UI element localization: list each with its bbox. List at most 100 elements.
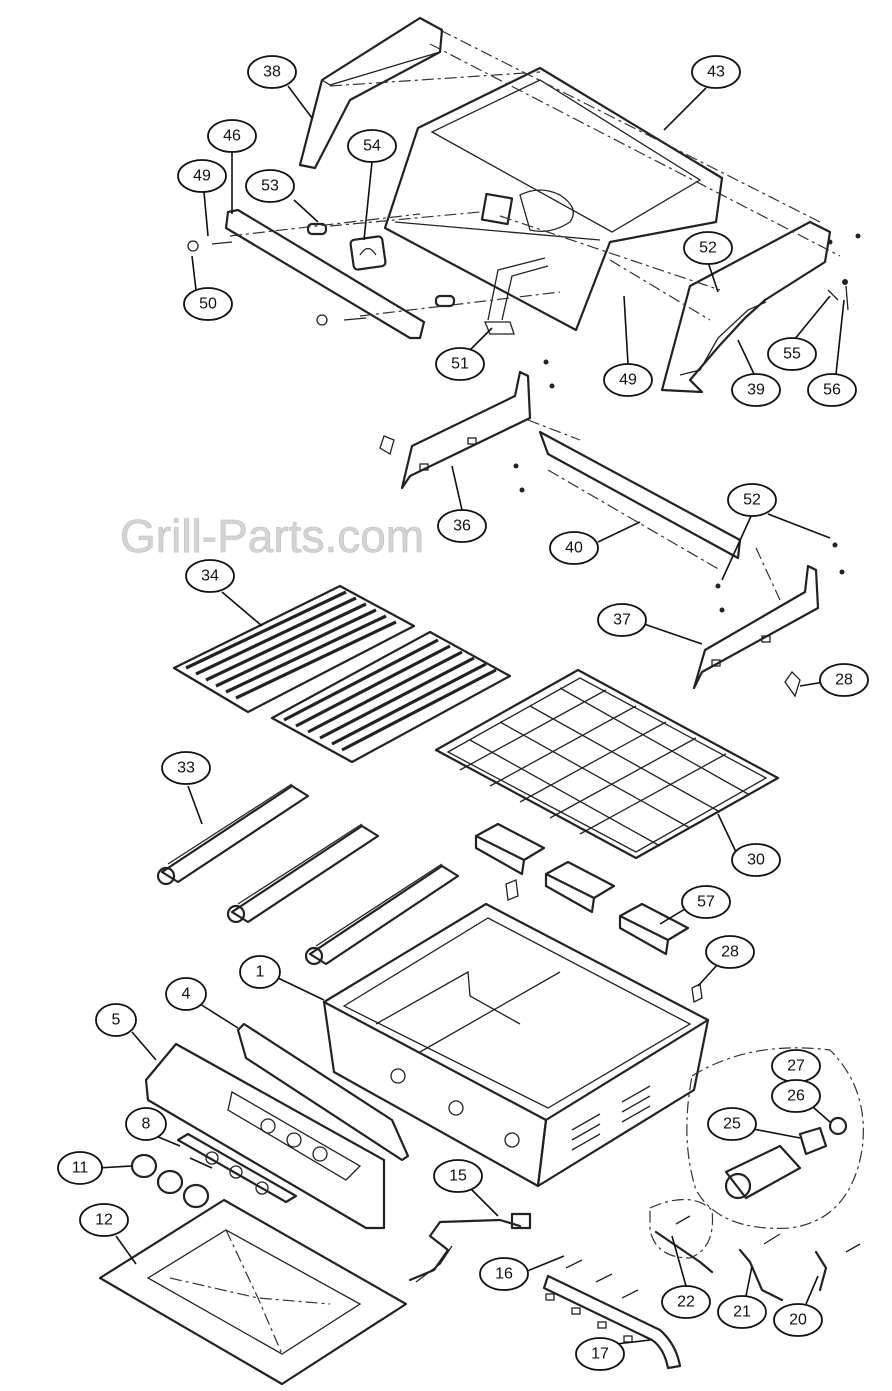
side-bracket-right [692,564,820,690]
svg-text:8: 8 [142,1116,151,1133]
svg-text:57: 57 [697,894,715,911]
svg-text:26: 26 [787,1088,805,1105]
svg-text:27: 27 [787,1058,805,1075]
cross-brace [538,430,742,560]
svg-text:16: 16 [495,1266,513,1283]
cooking-grates [172,584,512,764]
svg-text:50: 50 [199,296,217,313]
callout-43: 43 [691,55,741,89]
lid-shell [383,66,724,332]
control-knob [130,1153,158,1179]
svg-text:55: 55 [783,346,801,363]
svg-text:25: 25 [723,1116,741,1133]
svg-text:28: 28 [835,672,853,689]
svg-text:28: 28 [721,944,739,961]
svg-text:20: 20 [789,1312,807,1329]
svg-text:15: 15 [449,1168,467,1185]
svg-text:22: 22 [677,1294,695,1311]
svg-text:43: 43 [707,64,725,81]
burner-1 [160,784,310,884]
panel-shroud [236,1022,410,1162]
lid-end-cap-right [660,220,832,394]
svg-text:5: 5 [112,1012,121,1029]
svg-text:51: 51 [451,356,469,373]
control-knob [182,1183,210,1209]
svg-text:54: 54 [363,138,381,155]
burner-2 [230,824,380,924]
svg-text:52: 52 [743,492,761,509]
burners [156,783,460,966]
callout-55: 55 [767,337,817,371]
callout-38: 38 [247,55,297,89]
svg-text:49: 49 [193,168,211,185]
svg-text:49: 49 [619,372,637,389]
svg-text:34: 34 [201,568,219,585]
firebox [322,902,710,1188]
callout-33: 33 [161,751,211,785]
grate-left [172,584,416,714]
callout-52: 52 [683,231,733,265]
watermark: Grill-Parts.com [120,510,424,562]
callout-28: 28 [705,935,755,969]
callout-56: 56 [807,373,857,407]
callout-54: 54 [347,129,397,163]
callout-52: 52 [727,483,777,517]
callout-8: 8 [125,1107,167,1141]
svg-text:11: 11 [72,1160,89,1177]
svg-text:12: 12 [95,1212,113,1229]
heat-plates [474,822,703,1003]
callout-49: 49 [177,159,227,193]
callout-49: 49 [603,363,653,397]
callout-5: 5 [95,1003,137,1037]
firebox-supports [379,359,845,698]
svg-text:36: 36 [453,518,471,535]
svg-text:53: 53 [261,178,279,195]
callout-20: 20 [773,1303,823,1337]
callout-30: 30 [731,843,781,877]
callout-21: 21 [717,1295,767,1329]
regulator [724,1144,802,1200]
side-bracket-left [400,370,532,490]
callout-36: 36 [437,509,487,543]
callout-11: 11 [57,1151,103,1185]
callout-27: 27 [771,1049,821,1083]
callout-12: 12 [79,1203,129,1237]
svg-text:52: 52 [699,240,717,257]
svg-text:17: 17 [591,1346,609,1363]
control-knob [156,1169,184,1195]
callout-57: 57 [681,885,731,919]
callout-4: 4 [165,977,207,1011]
svg-text:30: 30 [747,852,765,869]
svg-text:56: 56 [823,382,841,399]
callout-37: 37 [597,603,647,637]
svg-text:1: 1 [256,964,265,981]
svg-text:21: 21 [733,1304,751,1321]
callout-22: 22 [661,1285,711,1319]
callout-1: 1 [239,955,281,989]
callout-51: 51 [435,347,485,381]
lid-end-cap-left [298,16,444,170]
grate-right [270,630,512,764]
thermometer [349,235,387,271]
control-panel-face [144,1042,386,1230]
callout-39: 39 [731,373,781,407]
warming-rack [434,668,780,860]
lid-bracket [484,257,549,335]
callout-46: 46 [207,119,257,153]
callout-28: 28 [819,663,869,697]
callout-17: 17 [575,1337,625,1371]
igniter-assembly [408,1212,682,1370]
lid-handle [224,208,426,340]
callout-40: 40 [549,531,599,565]
svg-text:40: 40 [565,540,583,557]
drip-tray [98,1198,408,1386]
svg-text:37: 37 [613,612,631,629]
callout-53: 53 [245,169,295,203]
callout-25: 25 [707,1107,757,1141]
svg-text:39: 39 [747,382,765,399]
callout-26: 26 [771,1079,821,1113]
svg-text:4: 4 [182,986,191,1003]
callouts: 38 43 46 54 49 53 50 52 51 49 55 39 56 3… [57,55,869,1371]
callout-34: 34 [185,559,235,593]
